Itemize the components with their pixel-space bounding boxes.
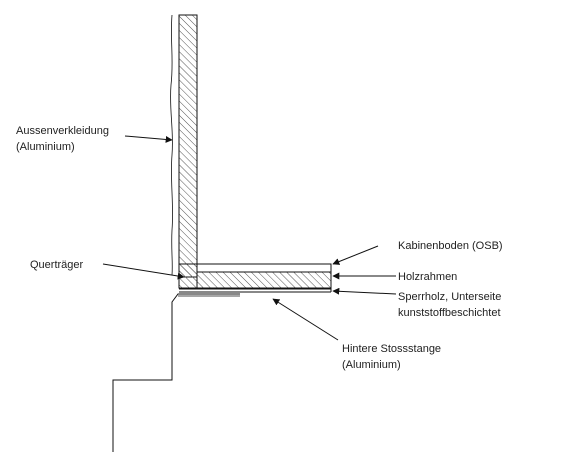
rear-bumper-profile bbox=[112, 293, 240, 452]
label-quertraeger: Querträger bbox=[30, 259, 84, 271]
label-sperrholz: Sperrholz, Unterseite bbox=[398, 291, 501, 303]
cabin-floor-osb bbox=[196, 263, 332, 273]
label-aussenverkleidung-material: (Aluminium) bbox=[16, 141, 75, 153]
label-stossstange-material: (Aluminium) bbox=[342, 359, 401, 371]
cladding-wavy-edge bbox=[170, 14, 173, 276]
cross-beam bbox=[178, 263, 198, 289]
outer-cladding-wall bbox=[178, 14, 198, 278]
leader-kabinenboden bbox=[332, 245, 379, 265]
leader-stossstange bbox=[272, 298, 339, 341]
leader-quertraeger bbox=[102, 263, 185, 280]
label-stossstange: Hintere Stossstange bbox=[342, 343, 441, 355]
leader-sperrholz bbox=[332, 287, 397, 295]
label-aussenverkleidung: Aussenverkleidung bbox=[16, 125, 109, 137]
wooden-frame-layer bbox=[196, 271, 332, 289]
label-holzrahmen: Holzrahmen bbox=[398, 271, 457, 283]
label-kabinenboden: Kabinenboden (OSB) bbox=[398, 240, 503, 252]
label-sperrholz-coating: kunststoffbeschichtet bbox=[398, 307, 501, 319]
leader-aussenverkleidung bbox=[124, 135, 173, 143]
